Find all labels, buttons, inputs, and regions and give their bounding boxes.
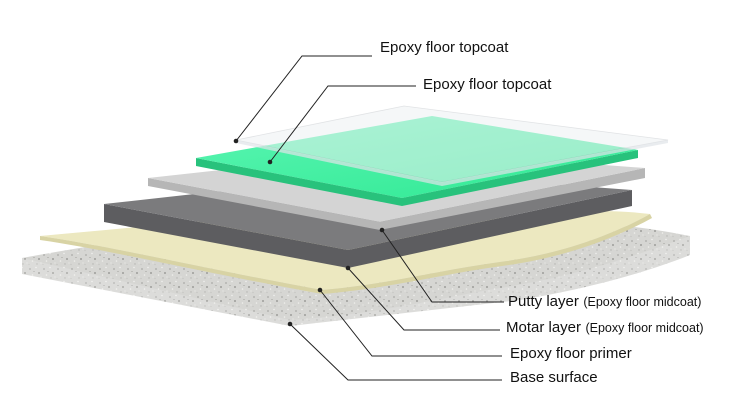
green-topcoat-side xyxy=(196,150,638,206)
label-base-surface: Base surface xyxy=(510,369,598,386)
label-putty-layer-sub: (Epoxy floor midcoat) xyxy=(583,295,702,309)
label-motar-layer: Motar layer (Epoxy floor midcoat) xyxy=(506,320,704,336)
leader-line-putty xyxy=(381,229,504,303)
anchor-dot-primer xyxy=(317,287,323,293)
leader-line-base xyxy=(289,323,502,381)
label-putty-layer: Putty layer (Epoxy floor midcoat) xyxy=(508,294,701,310)
clear-topcoat-sheet xyxy=(235,105,669,186)
anchor-dot-topcoat-2 xyxy=(267,159,273,165)
anchor-dot-topcoat-1 xyxy=(233,138,239,144)
label-epoxy-floor-topcoat-2: Epoxy floor topcoat xyxy=(423,76,552,93)
anchor-dots xyxy=(233,138,385,327)
leader-lines xyxy=(235,55,504,381)
leader-line-primer xyxy=(319,289,502,357)
label-epoxy-floor-primer: Epoxy floor primer xyxy=(510,345,632,362)
label-putty-layer-main: Putty layer xyxy=(508,293,579,310)
anchor-dot-base xyxy=(287,321,293,327)
anchor-dot-putty xyxy=(379,227,385,233)
leader-line-topcoat-2 xyxy=(269,85,416,163)
label-epoxy-floor-topcoat-1: Epoxy floor topcoat xyxy=(380,39,509,56)
leader-line-motar xyxy=(347,267,500,331)
putty-layer-side xyxy=(148,168,645,230)
label-motar-layer-main: Motar layer xyxy=(506,319,582,336)
motar-layer-side xyxy=(104,190,632,268)
leader-line-topcoat-1 xyxy=(235,55,372,142)
anchor-dot-motar xyxy=(345,265,351,271)
label-motar-layer-sub: (Epoxy floor midcoat) xyxy=(585,321,704,335)
